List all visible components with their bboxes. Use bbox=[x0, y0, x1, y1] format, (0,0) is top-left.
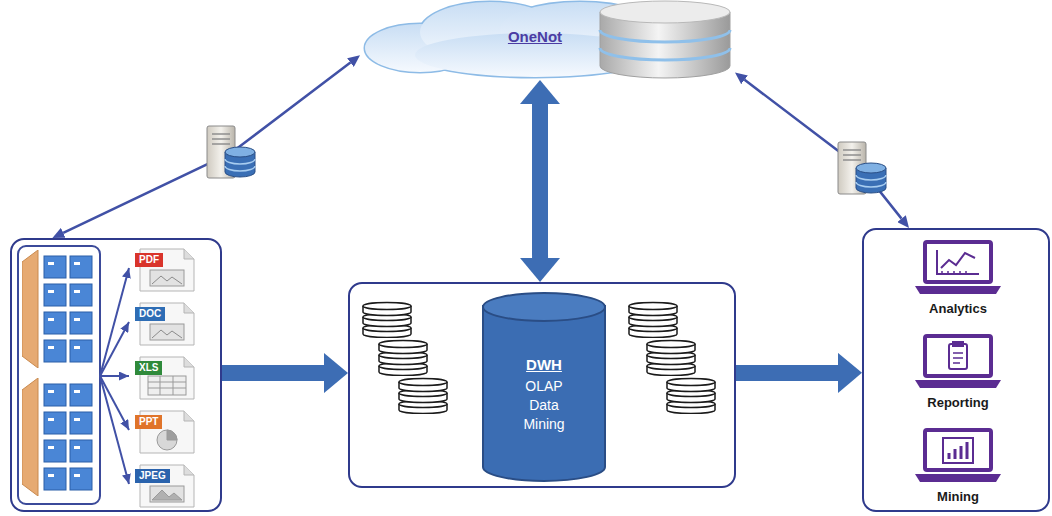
laptop-tile: Reporting bbox=[888, 330, 1028, 414]
database-stack bbox=[667, 379, 715, 414]
laptop-tile: Analytics bbox=[888, 236, 1028, 320]
server-rack bbox=[22, 250, 92, 368]
flow-arrow bbox=[222, 365, 324, 381]
server-strip bbox=[18, 246, 100, 504]
database-stack bbox=[647, 341, 695, 376]
output-panel: AnalyticsReportingMining bbox=[862, 228, 1050, 512]
sync-line bbox=[745, 80, 902, 219]
file-icon: DOC bbox=[134, 302, 198, 346]
source-panel: PDF DOC XLS PPT JPEG bbox=[10, 238, 222, 512]
warehouse-panel: DWH OLAP Data Mining bbox=[348, 282, 736, 488]
database-stack bbox=[629, 303, 677, 338]
flow-arrow bbox=[736, 365, 838, 381]
file-type-tag: PPT bbox=[135, 415, 162, 429]
fan-arrows bbox=[100, 268, 129, 484]
dwh-title: DWH bbox=[526, 356, 562, 373]
server-icon bbox=[838, 142, 886, 194]
file-type-tag: JPEG bbox=[135, 469, 170, 483]
server-rack bbox=[22, 378, 92, 496]
server-icon bbox=[207, 126, 255, 178]
database-stack bbox=[399, 379, 447, 414]
laptop-label: Analytics bbox=[929, 301, 987, 316]
dwh-cylinder: DWH OLAP Data Mining bbox=[482, 292, 606, 482]
dwh-subtitle: OLAP Data Mining bbox=[509, 377, 579, 434]
file-icon: PPT bbox=[134, 410, 198, 454]
file-type-tag: XLS bbox=[135, 361, 162, 375]
database-stack bbox=[379, 341, 427, 376]
file-icon: XLS bbox=[134, 356, 198, 400]
flow-arrow bbox=[532, 104, 548, 258]
database-stack bbox=[600, 1, 730, 78]
file-type-tag: DOC bbox=[135, 307, 165, 321]
database-stack bbox=[363, 303, 411, 338]
file-type-tag: PDF bbox=[135, 253, 163, 267]
file-icon: PDF bbox=[134, 248, 198, 292]
sync-line bbox=[63, 63, 350, 233]
laptop-label: Reporting bbox=[927, 395, 988, 410]
laptop-tile: Mining bbox=[888, 424, 1028, 508]
cloud-label: OneNot bbox=[508, 28, 562, 45]
cloud-node: OneNot bbox=[360, 0, 735, 80]
laptop-label: Mining bbox=[937, 489, 979, 504]
file-icon: JPEG bbox=[134, 464, 198, 508]
